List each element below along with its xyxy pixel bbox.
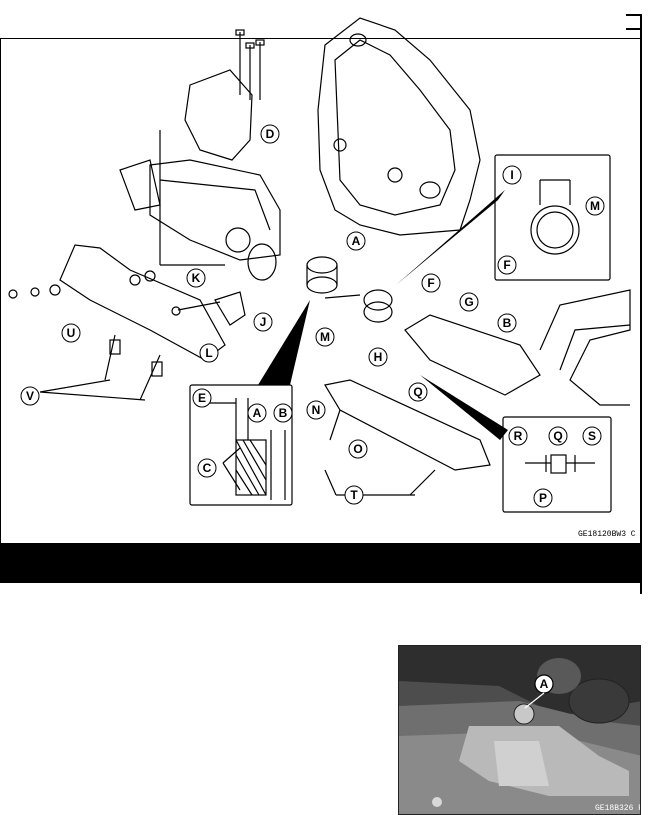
page-tick-mark — [626, 14, 640, 16]
label-u: U — [61, 323, 81, 343]
label-h: H — [368, 347, 388, 367]
svg-text:K: K — [192, 271, 201, 285]
label-p: P — [533, 488, 553, 508]
label-a: A — [346, 231, 366, 251]
svg-text:B: B — [279, 406, 288, 420]
label-t: T — [344, 485, 364, 505]
label-s: S — [582, 426, 602, 446]
label-j: J — [253, 312, 273, 332]
muffler-body — [149, 159, 281, 261]
svg-text:A: A — [352, 234, 361, 248]
label-f: F — [421, 273, 441, 293]
label-f-inset: F — [497, 255, 517, 275]
svg-text:M: M — [590, 199, 600, 213]
frame-outline — [317, 17, 481, 236]
label-r: R — [508, 426, 528, 446]
label-c: C — [197, 458, 217, 478]
svg-text:C: C — [203, 461, 212, 475]
label-a-inset: A — [247, 403, 267, 423]
installation-photo: A GE18B326 P — [398, 645, 641, 815]
svg-text:H: H — [374, 350, 383, 364]
label-d: D — [260, 124, 280, 144]
label-q-inset: Q — [548, 426, 568, 446]
label-v: V — [20, 386, 40, 406]
svg-text:A: A — [253, 406, 262, 420]
svg-text:O: O — [353, 442, 362, 456]
svg-text:D: D — [266, 127, 275, 141]
label-b: B — [497, 313, 517, 333]
label-l: L — [199, 343, 219, 363]
svg-text:M: M — [320, 330, 330, 344]
page-edge-rule — [640, 14, 642, 594]
label-m: M — [315, 327, 335, 347]
svg-text:B: B — [503, 316, 512, 330]
lower-plate — [324, 379, 491, 471]
svg-text:F: F — [503, 258, 510, 272]
label-e: E — [192, 388, 212, 408]
svg-text:E: E — [198, 391, 206, 405]
exploded-diagram: A B C D E F F G H I J K L M M N O P Q Q … — [8, 17, 636, 539]
svg-text:F: F — [427, 276, 434, 290]
svg-text:I: I — [510, 168, 513, 182]
svg-text:T: T — [350, 488, 358, 502]
exploded-diagram-frame — [0, 38, 641, 583]
svg-text:R: R — [514, 429, 523, 443]
svg-text:Q: Q — [553, 429, 562, 443]
inset-detail-c — [189, 384, 293, 506]
svg-text:P: P — [539, 491, 547, 505]
label-k: K — [186, 268, 206, 288]
label-g: G — [459, 292, 479, 312]
svg-text:Q: Q — [413, 385, 422, 399]
svg-text:A: A — [540, 677, 549, 691]
label-m-inset: M — [585, 196, 605, 216]
svg-text:J: J — [260, 315, 267, 329]
label-o: O — [348, 439, 368, 459]
svg-text:V: V — [26, 389, 34, 403]
page-tick-mark — [626, 28, 640, 30]
inset-detail-p — [502, 416, 612, 513]
svg-text:S: S — [588, 429, 596, 443]
photo-code: GE18B326 P — [595, 804, 641, 813]
svg-text:L: L — [205, 346, 212, 360]
caption-bar — [0, 543, 641, 583]
exhaust-pipe — [404, 314, 541, 396]
svg-text:N: N — [312, 403, 321, 417]
label-b-inset: B — [273, 403, 293, 423]
lower-guard — [59, 244, 226, 361]
svg-text:U: U — [67, 326, 76, 340]
label-i: I — [502, 165, 522, 185]
label-q: Q — [408, 382, 428, 402]
diagram-code: GE18120BW3 C — [578, 530, 636, 539]
part-labels: A B C D E F F G H I J K L M M N O P Q Q … — [20, 124, 605, 508]
label-n: N — [306, 400, 326, 420]
inset-detail-i — [494, 154, 611, 281]
heat-cover-top — [184, 69, 253, 161]
photo-drawing: A GE18B326 P — [399, 646, 641, 814]
svg-text:G: G — [464, 295, 473, 309]
